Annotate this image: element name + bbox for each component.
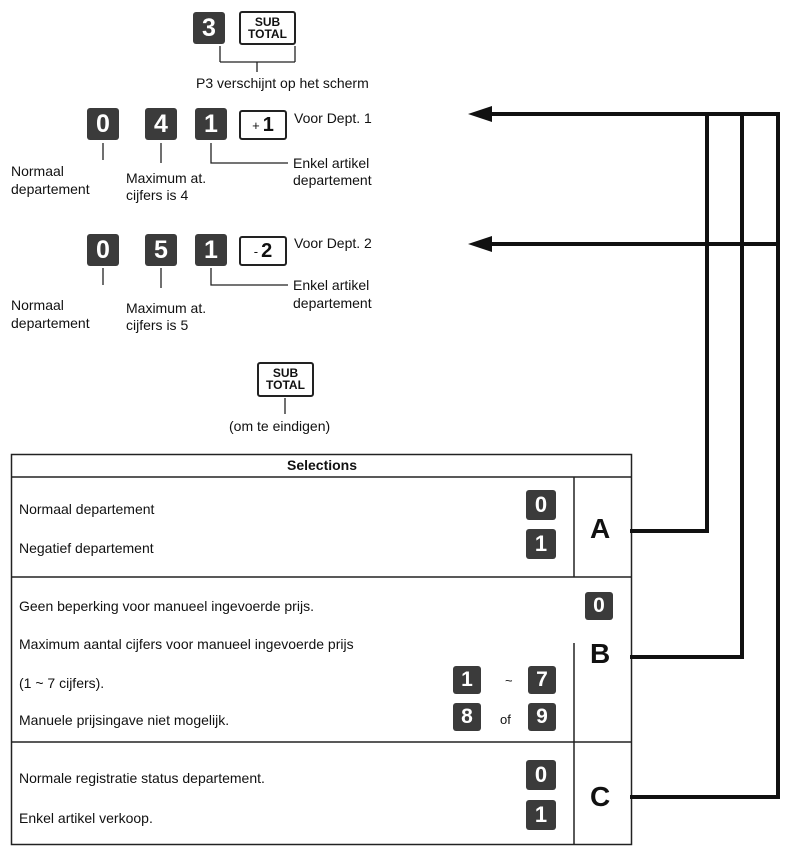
section-c-letter: C (590, 781, 611, 812)
dept2-label: Voor Dept. 2 (294, 235, 372, 251)
dept2-func-num: 2 (261, 239, 273, 262)
dept1-function-key: + 1 (239, 110, 287, 140)
subtotal-top-label: SUB (254, 15, 281, 29)
dept1-key-1: 0 (87, 108, 119, 140)
dept2-ann-maximum: Maximum at. (126, 300, 207, 316)
dept1-ann-enkel: Enkel artikel (293, 155, 370, 171)
section-b-row3-text: (1 ~ 7 cijfers). (19, 675, 105, 691)
dept2-ann-enkel: Enkel artikel (293, 277, 370, 293)
dept1-ann-maximum: Maximum at. (126, 170, 207, 186)
section-b-row4-key-b: 9 (528, 703, 556, 731)
section-a-letter: A (590, 513, 611, 544)
section-b-row2-text: Maximum aantal cijfers voor manueel inge… (19, 636, 354, 652)
dept1-ann-normaal: Normaal (11, 163, 64, 179)
dept2-key-3: 1 (195, 234, 227, 266)
subtotal-end-key: SUB TOTAL (257, 362, 314, 397)
section-b-row4-key-a: 8 (453, 703, 481, 731)
subtotal-end-top-label: SUB (272, 366, 299, 380)
dept1-ann-departement: departement (11, 181, 90, 197)
subtotal-bottom-label: TOTAL (248, 27, 287, 41)
dept2-key-1: 0 (87, 234, 119, 266)
section-c-row1-key: 0 (526, 760, 556, 790)
step1-caption: P3 verschijnt op het scherm (196, 75, 369, 91)
dept1-ann-right-departement: departement (293, 172, 372, 188)
section-c-row1-text: Normale registratie status departement. (19, 770, 265, 786)
section-c-row2-text: Enkel artikel verkoop. (19, 810, 153, 826)
dept2-func-sign: - (253, 243, 259, 259)
section-c-row2-key: 1 (526, 800, 556, 830)
section-b-row3-key-a: 1 (453, 666, 481, 694)
table-header: Selections (286, 457, 358, 473)
section-a-row2-key: 1 (526, 529, 556, 559)
dept1-func-num: 1 (262, 113, 274, 136)
section-b-row3-key-b: 7 (528, 666, 556, 694)
dept2-function-key: - 2 (239, 236, 287, 266)
dept2-key-2: 5 (145, 234, 177, 266)
section-a-row2-text: Negatief departement (19, 540, 154, 556)
dept2-ann-right-departement: departement (293, 295, 372, 311)
section-a-row1-text: Normaal departement (19, 501, 155, 517)
end-caption: (om te eindigen) (229, 418, 331, 434)
dept2-ann-cijfers: cijfers is 5 (126, 317, 189, 333)
section-a-row1-key: 0 (526, 490, 556, 520)
key-3: 3 (193, 12, 225, 44)
section-b-letter: B (590, 638, 611, 669)
section-b-row4-text: Manuele prijsingave niet mogelijk. (19, 712, 230, 728)
dept1-func-sign: + (252, 117, 260, 133)
section-b-row4-sep: of (500, 712, 511, 727)
dept1-label: Voor Dept. 1 (294, 110, 372, 126)
section-b-row3-sep: ~ (505, 673, 513, 688)
dept1-key-2: 4 (145, 108, 177, 140)
dept2-ann-normaal: Normaal (11, 297, 64, 313)
dept1-key-3: 1 (195, 108, 227, 140)
dept2-ann-departement: departement (11, 315, 90, 331)
dept1-ann-cijfers: cijfers is 4 (126, 187, 189, 203)
subtotal-key: SUB TOTAL (239, 11, 296, 45)
subtotal-end-bottom-label: TOTAL (266, 378, 305, 392)
section-b-row1-key: 0 (585, 592, 613, 620)
section-b-row1-text: Geen beperking voor manueel ingevoerde p… (19, 598, 314, 614)
